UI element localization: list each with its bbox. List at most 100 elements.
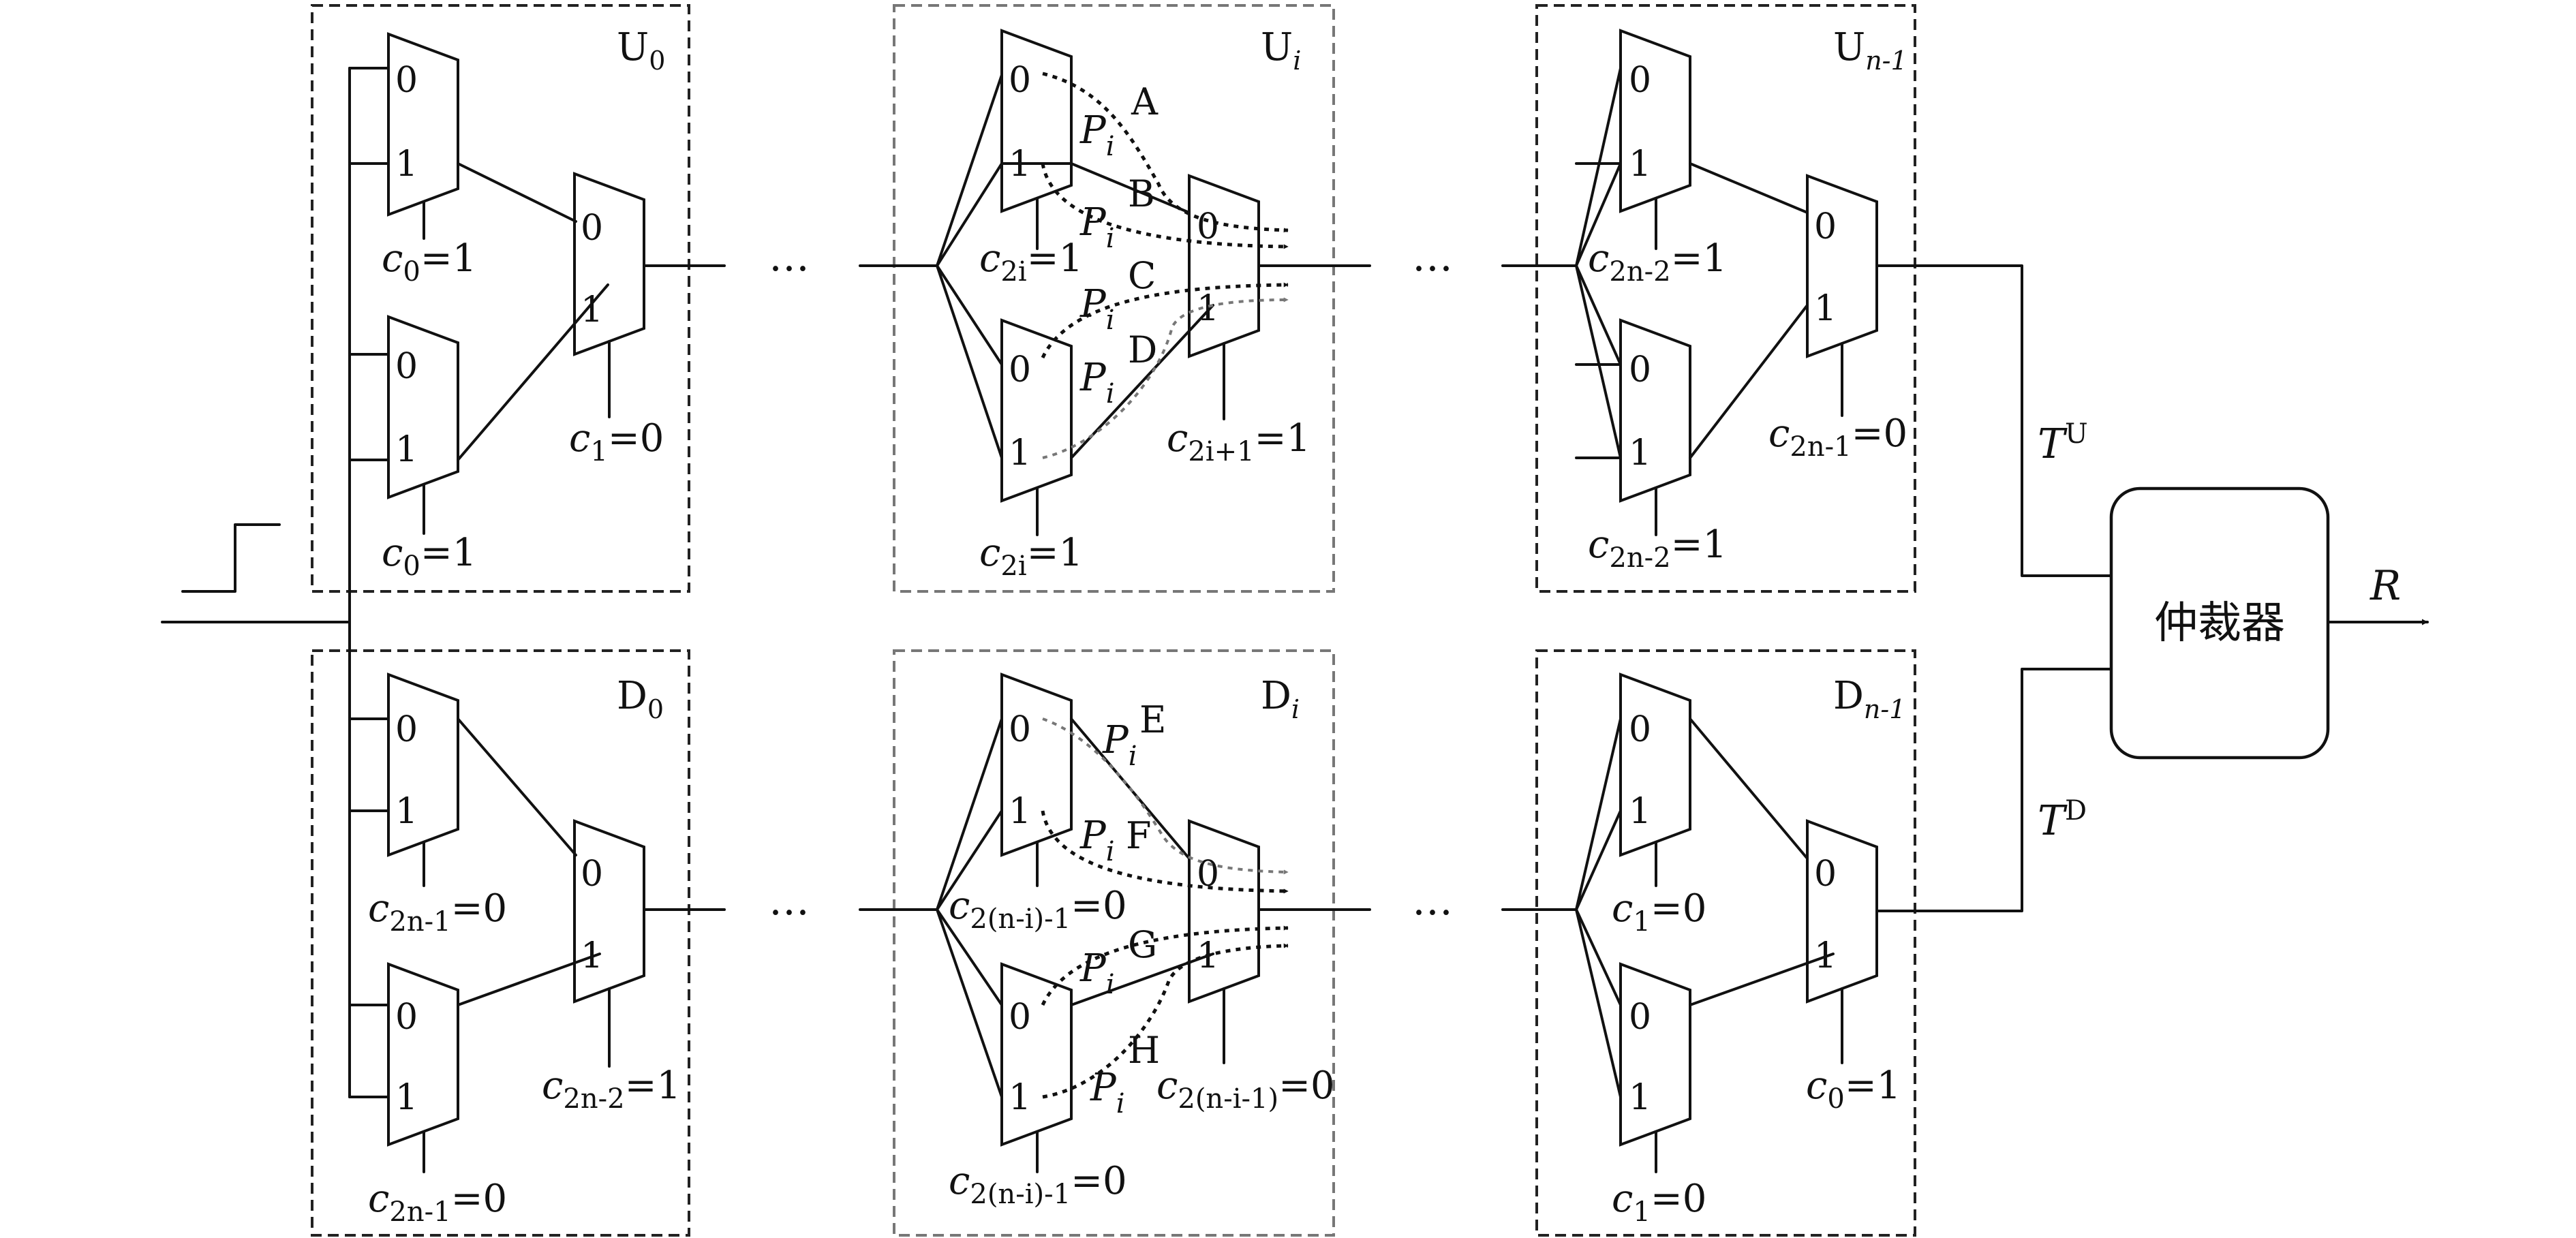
control-label-un-bot: c2n-2=1 bbox=[1588, 523, 1727, 574]
block-label-Dn1: Dn-1 bbox=[1833, 674, 1905, 724]
block-Un1: 0 1 0 1 0 1 c2n-2=1 c2n-2=1 c2n-1=0 bbox=[1501, 29, 1907, 574]
mux-un-top bbox=[1619, 29, 1691, 213]
dn-fan-2 bbox=[1575, 809, 1622, 911]
output-label-TU: TU bbox=[2038, 418, 2088, 468]
path-letter-D: D bbox=[1128, 328, 1157, 371]
control-label-un-out: c2n-1=0 bbox=[1768, 412, 1907, 463]
mux-input-1: 1 bbox=[1009, 433, 1031, 474]
control-label-dn-out: c0=1 bbox=[1806, 1064, 1901, 1115]
input-signal bbox=[161, 67, 351, 1098]
mux-d0-top bbox=[387, 672, 459, 857]
un-fan-4 bbox=[1575, 264, 1622, 459]
block-labels: U0 Ui Un-1 D0 Di Dn-1 bbox=[617, 25, 1907, 724]
mux-input-0: 0 bbox=[581, 208, 603, 249]
mux-ui-out bbox=[1188, 174, 1260, 358]
ui-top-to-out bbox=[1000, 162, 1191, 214]
mux-input-0: 0 bbox=[1009, 60, 1031, 101]
un-fan-3 bbox=[1575, 264, 1622, 366]
mux-ui-bot bbox=[1000, 318, 1073, 503]
mux-input-0: 0 bbox=[1629, 60, 1651, 101]
path-label-D: Pi bbox=[1079, 356, 1114, 409]
block-label-D0: D0 bbox=[617, 674, 664, 724]
control-label-d0-out: c2n-2=1 bbox=[542, 1064, 681, 1115]
control-label-ui-out: c2i+1=1 bbox=[1167, 416, 1310, 467]
mux-input-1: 1 bbox=[1814, 288, 1837, 329]
mux-input-0: 0 bbox=[1814, 206, 1837, 247]
arbiter-section: TU TD 仲裁器 R bbox=[1875, 264, 2429, 912]
path-label-H: Pi bbox=[1090, 1066, 1124, 1119]
mux-input-0: 0 bbox=[395, 346, 418, 387]
mux-d0-bot bbox=[387, 962, 459, 1147]
ellipsis-connectors: … … … … bbox=[769, 233, 1453, 925]
block-frame-Un1 bbox=[1535, 4, 1916, 593]
mux-input-0: 0 bbox=[395, 709, 418, 750]
block-Ui: 0 1 0 1 0 1 Pi A Pi B Pi C Pi D c2i=1 c2… bbox=[859, 29, 1371, 582]
un-bot-to-out bbox=[1689, 304, 1809, 459]
control-label-u0-bot: c0=1 bbox=[382, 531, 476, 582]
block-U0: 0 1 0 1 0 1 c0=1 c0=1 c1=0 bbox=[348, 32, 726, 582]
dn-fan-4 bbox=[1575, 908, 1622, 1098]
ui-fan-2 bbox=[936, 162, 1003, 267]
mux-un-out bbox=[1806, 174, 1878, 358]
di-fan-1 bbox=[936, 717, 1003, 911]
mux-un-bot bbox=[1619, 318, 1691, 503]
block-frame-Ui bbox=[893, 4, 1335, 593]
ui-fan-4 bbox=[936, 264, 1003, 459]
control-label-dn-top: c1=0 bbox=[1612, 886, 1706, 938]
path-letter-B: B bbox=[1128, 172, 1155, 215]
control-label-di-bot: c2(n-i)-1=0 bbox=[949, 1159, 1127, 1210]
di-fan-2 bbox=[936, 809, 1003, 911]
control-label-u0-out: c1=0 bbox=[569, 416, 664, 467]
path-letter-H: H bbox=[1128, 1029, 1160, 1072]
path-D bbox=[1042, 297, 1289, 459]
path-label-C: Pi bbox=[1079, 282, 1114, 336]
td-wire bbox=[1875, 668, 2113, 912]
arbiter-label: 仲裁器 bbox=[2154, 598, 2285, 649]
path-F bbox=[1041, 810, 1289, 894]
path-H bbox=[1042, 943, 1289, 1099]
path-letter-G: G bbox=[1128, 923, 1157, 966]
block-frame-Dn1 bbox=[1535, 649, 1916, 1237]
path-letter-C: C bbox=[1128, 254, 1156, 297]
output-label-TD: TD bbox=[2038, 795, 2087, 845]
path-label-B: Pi bbox=[1079, 200, 1114, 254]
mux-input-0: 0 bbox=[1009, 997, 1031, 1038]
mux-input-1: 1 bbox=[581, 935, 603, 976]
block-label-Un1: Un-1 bbox=[1833, 25, 1907, 76]
path-letter-E: E bbox=[1139, 698, 1166, 741]
mux-input-1: 1 bbox=[395, 144, 418, 185]
path-label-G: Pi bbox=[1079, 946, 1114, 1000]
control-label-di-out: c2(n-i-1)=0 bbox=[1156, 1064, 1335, 1115]
path-label-E: Pi bbox=[1102, 718, 1137, 772]
block-D0: 0 1 0 1 0 1 c2n-1=0 c2n-1=0 c2n-2=1 bbox=[348, 672, 726, 1228]
mux-dn-top bbox=[1619, 672, 1691, 857]
output-label-R: R bbox=[2370, 562, 2401, 610]
ellipsis-d-left: … bbox=[769, 877, 810, 925]
ellipsis-u-right: … bbox=[1412, 233, 1453, 281]
dn-fan-3 bbox=[1575, 908, 1622, 1006]
di-fan-4 bbox=[936, 908, 1003, 1098]
control-label-u0-top: c0=1 bbox=[382, 236, 476, 288]
block-label-Ui: Ui bbox=[1261, 25, 1301, 76]
d0-top-to-out bbox=[457, 717, 577, 856]
ui-fan-1 bbox=[936, 74, 1003, 267]
di-fan-3 bbox=[936, 908, 1003, 1006]
dn-top-to-out bbox=[1689, 717, 1809, 860]
mux-input-1: 1 bbox=[1009, 1077, 1031, 1118]
mux-input-1: 1 bbox=[1629, 791, 1651, 832]
block-Dn1: 0 1 0 1 0 1 c1=0 c1=0 c0=1 bbox=[1501, 672, 1901, 1228]
ellipsis-d-right: … bbox=[1412, 877, 1453, 925]
un-fan-2 bbox=[1575, 162, 1622, 267]
mux-u0-bot bbox=[387, 315, 459, 499]
mux-di-bot bbox=[1000, 962, 1073, 1147]
mux-input-0: 0 bbox=[395, 997, 418, 1038]
mux-input-0: 0 bbox=[1629, 350, 1651, 390]
control-label-un-top: c2n-2=1 bbox=[1588, 236, 1727, 288]
path-label-A: Pi bbox=[1079, 108, 1114, 162]
control-label-d0-bot: c2n-1=0 bbox=[368, 1177, 507, 1228]
u0-bot-to-out bbox=[457, 283, 609, 461]
control-label-ui-bot: c2i=1 bbox=[979, 531, 1083, 582]
tu-wire bbox=[1875, 264, 2113, 577]
control-label-di-top: c2(n-i)-1=0 bbox=[949, 884, 1127, 935]
control-label-dn-bot: c1=0 bbox=[1612, 1177, 1706, 1228]
